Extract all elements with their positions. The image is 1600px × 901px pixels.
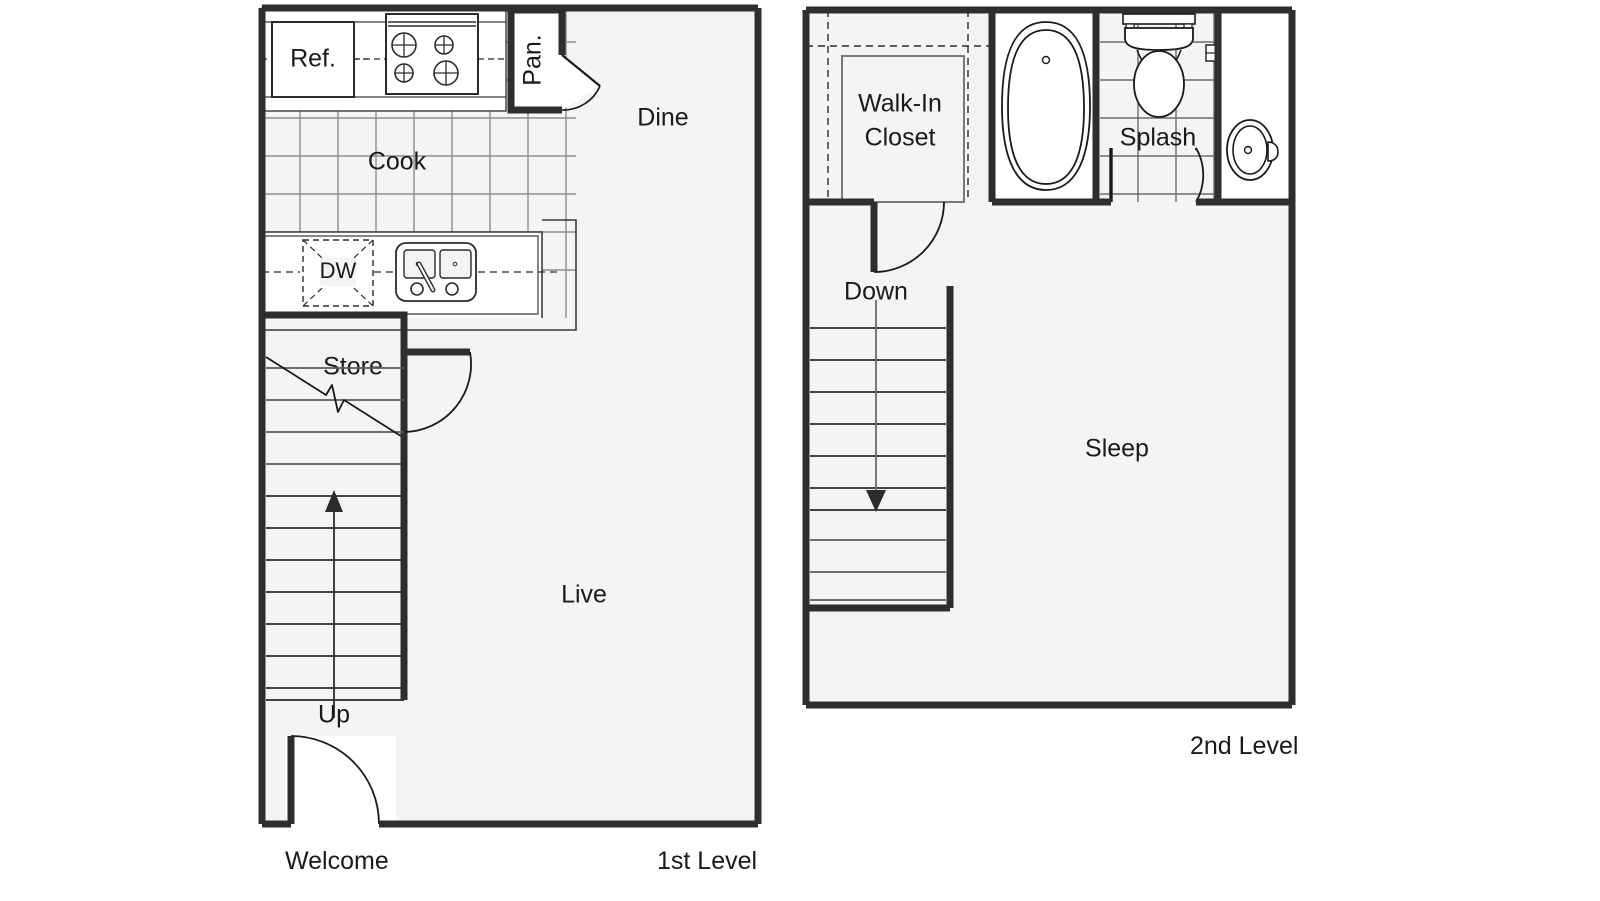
- bathtub-icon: [996, 10, 1096, 202]
- live-room-label: Live: [561, 581, 607, 609]
- level-1-group: Ref.: [258, 4, 762, 828]
- bath-door: [1109, 147, 1205, 203]
- welcome-caption: Welcome: [285, 847, 389, 875]
- level-1-floor-fill: [262, 8, 758, 824]
- kitchen-sink-icon: [395, 242, 477, 302]
- dishwasher-label: DW: [320, 258, 357, 283]
- level-2-caption: 2nd Level: [1190, 732, 1298, 760]
- toilet-icon: [1122, 13, 1196, 118]
- level-1-walls: [258, 4, 762, 828]
- level-2-bath-walls: [988, 10, 1292, 206]
- refrigerator-label: Ref.: [290, 45, 336, 73]
- vanity-sink-icon: [1222, 10, 1292, 202]
- walk-in-closet: [806, 10, 992, 203]
- dishwasher-icon: [302, 239, 374, 307]
- entry-door: [286, 735, 396, 825]
- stair-landing-door: [806, 198, 945, 273]
- walk-in-closet-label-line2: Closet: [865, 124, 936, 152]
- walk-in-closet-label-line1: Walk-In: [858, 90, 942, 118]
- stairs-up-label: Up: [318, 701, 350, 729]
- staircase-down: [806, 286, 954, 612]
- store-room-label: Store: [323, 353, 383, 381]
- sleep-room-label: Sleep: [1085, 435, 1149, 463]
- cook-room-label: Cook: [368, 148, 427, 176]
- pantry-label: Pan.: [519, 34, 547, 85]
- level-2-walls: [802, 6, 1296, 709]
- refrigerator-icon: [262, 21, 372, 98]
- dine-room-label: Dine: [637, 104, 688, 132]
- cooktop-icon: [354, 13, 506, 95]
- level-1-caption: 1st Level: [657, 847, 757, 875]
- splash-room-label: Splash: [1120, 124, 1196, 152]
- staircase-up: [265, 356, 408, 718]
- level-2-group: Walk-In Closet: [802, 6, 1296, 709]
- stairs-down-label: Down: [844, 278, 908, 306]
- store-closet: [262, 311, 472, 435]
